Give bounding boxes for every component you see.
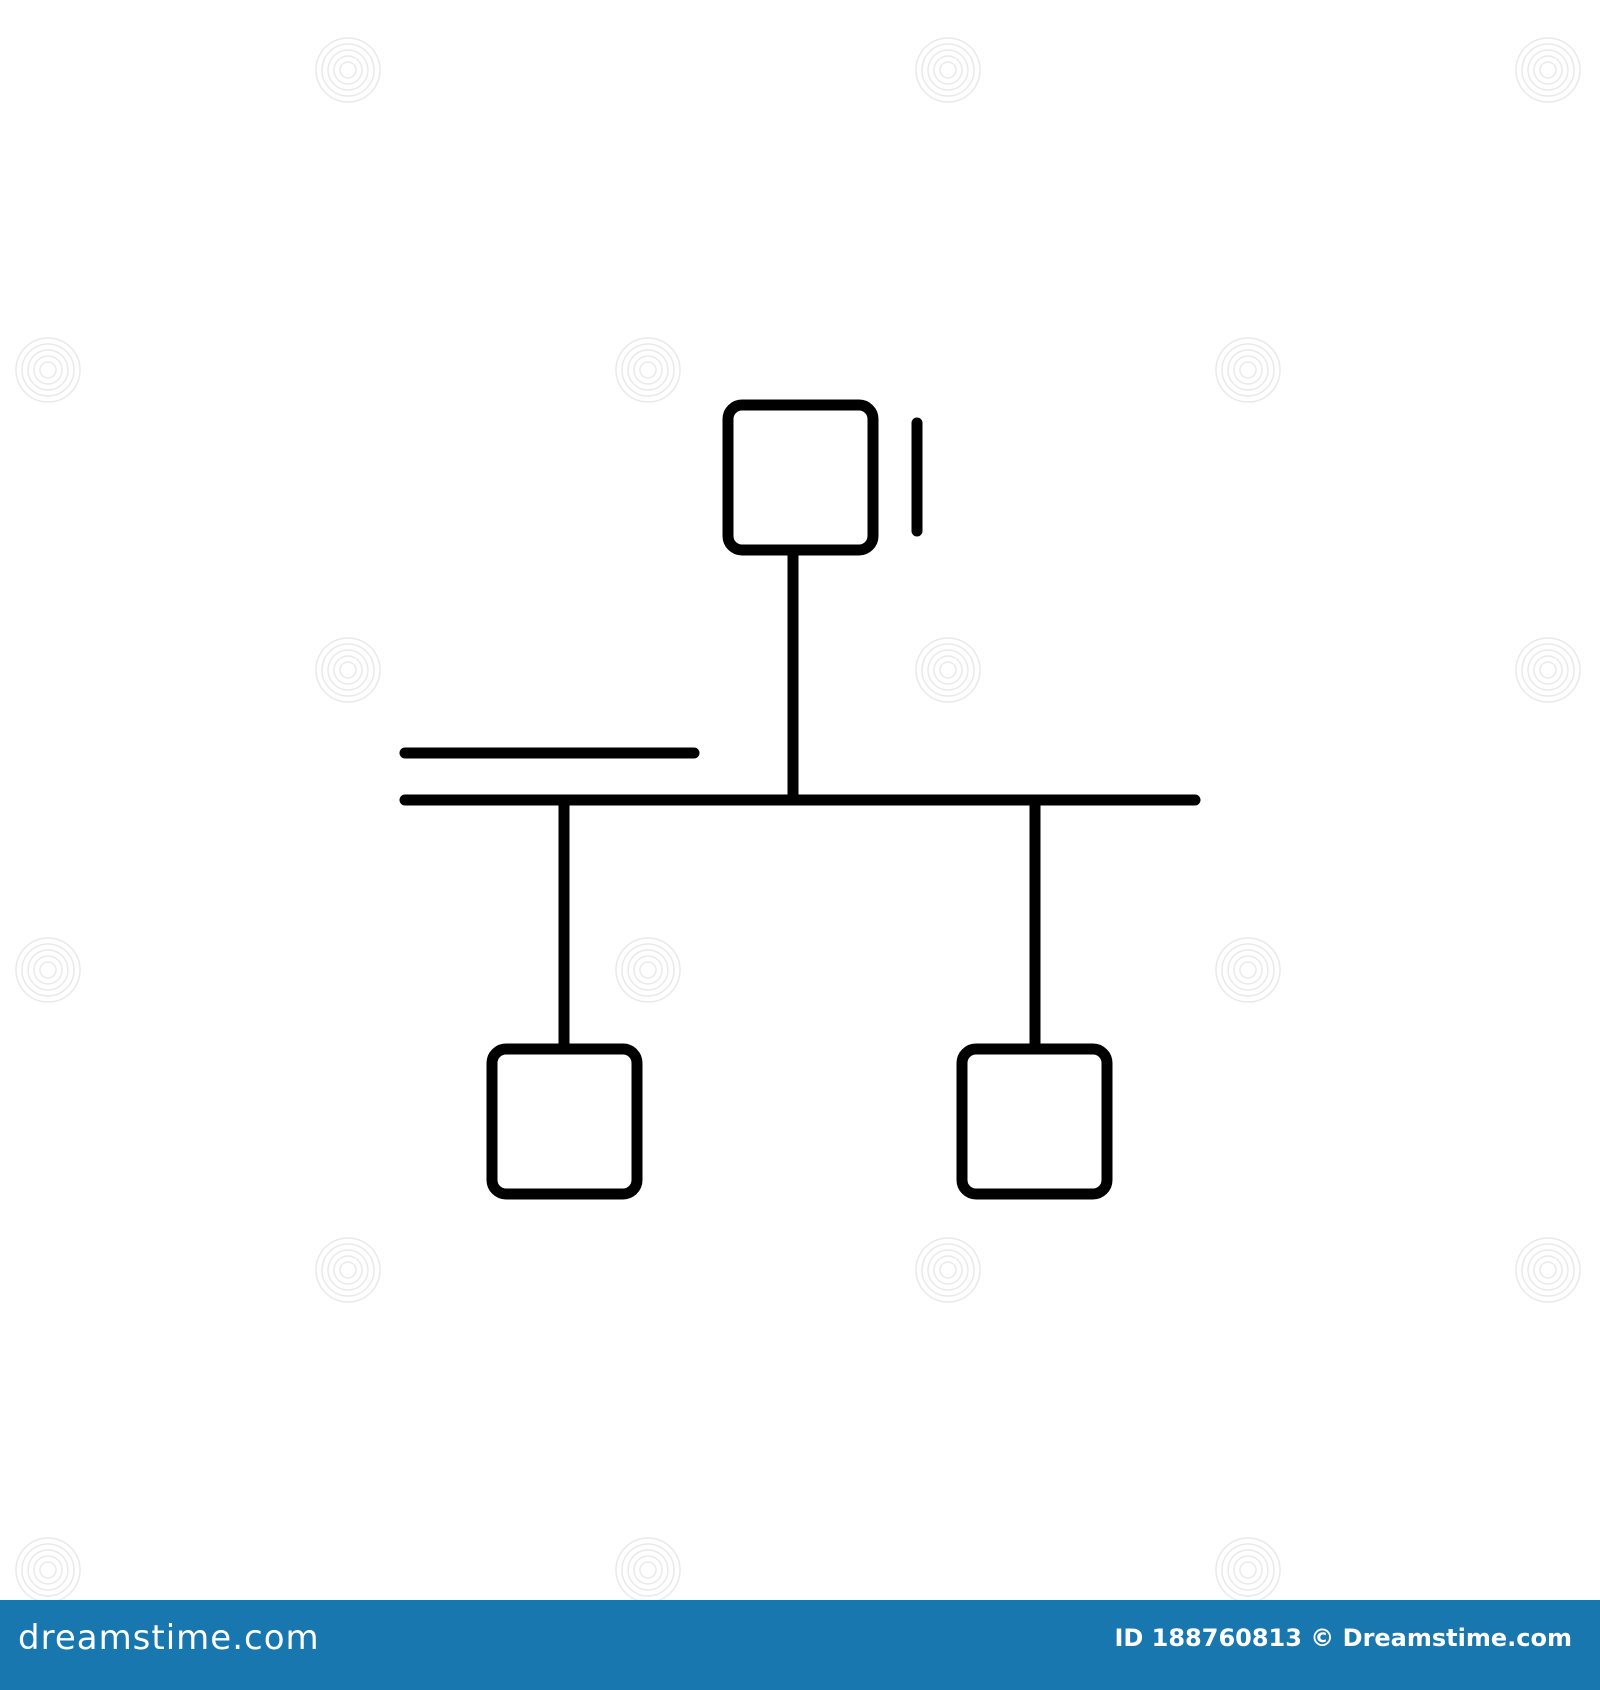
spiral-logo-icon [1215,937,1281,1003]
spiral-logo-icon [1215,337,1281,403]
spiral-logo-icon [1515,37,1581,103]
top-node-square [722,399,879,556]
spiral-logo-icon [615,337,681,403]
spiral-logo-icon [1515,637,1581,703]
left-node-square [486,1043,643,1200]
footer-logo: dreamstime.com [18,1618,320,1658]
image-id-label: ID 188760813 © Dreamstime.com [1114,1624,1572,1652]
spiral-logo-icon [915,637,981,703]
image-canvas [15,37,1581,1603]
spiral-logo-icon [315,37,381,103]
spiral-logo-icon [315,637,381,703]
spiral-logo-icon [915,37,981,103]
bus-network-topology-icon [399,399,1201,1200]
spiral-logo-icon [615,1537,681,1603]
spiral-logo-icon [15,937,81,1003]
footer-bar: dreamstime.com ID 188760813 © Dreamstime… [0,1600,1600,1690]
spiral-logo-icon [315,1237,381,1303]
spiral-logo-icon [15,337,81,403]
spiral-logo-icon [1515,1237,1581,1303]
spiral-logo-icon [615,937,681,1003]
right-node-square [956,1043,1113,1200]
spiral-logo-icon [915,1237,981,1303]
